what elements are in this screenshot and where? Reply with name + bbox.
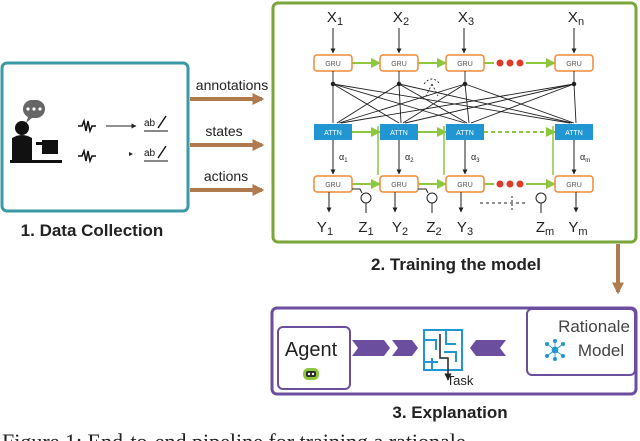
signal-wave-icon bbox=[78, 118, 96, 134]
annotate-pen-icon: ab bbox=[144, 145, 168, 162]
input-x1-label: X1 bbox=[327, 9, 343, 28]
states-label: states bbox=[205, 123, 242, 139]
input-xn-label: Xn bbox=[568, 9, 584, 28]
task-label: Task bbox=[447, 373, 474, 388]
encoder-gru-label: GRU bbox=[391, 61, 407, 68]
data-collection-box bbox=[0, 61, 190, 213]
ellipsis-dots bbox=[496, 180, 524, 188]
output-y3-label: Y3 bbox=[457, 219, 473, 238]
attn-cell bbox=[446, 124, 484, 140]
neural-network-icon bbox=[545, 338, 566, 361]
maze-icon bbox=[423, 329, 463, 381]
output-arrows bbox=[326, 188, 579, 213]
alpha-1-label: α1 bbox=[339, 152, 348, 164]
encoder-gru-label: GRU bbox=[325, 61, 341, 68]
decoder-gru-label: GRU bbox=[325, 182, 341, 189]
agent-box bbox=[277, 326, 351, 390]
training-panel: X1 X2 X3 Xn GRU GRU GRU GRU bbox=[271, 1, 638, 274]
attn-label: ATTN bbox=[456, 130, 474, 137]
decoder-row: GRU GRU GRU GRU bbox=[313, 175, 594, 193]
attn-cell bbox=[555, 124, 593, 140]
decoder-gru-cell bbox=[313, 175, 353, 193]
actions-label: actions bbox=[204, 168, 248, 184]
decoder-gru-label: GRU bbox=[391, 182, 407, 189]
explanation-panel: Agent Task Rationale Model 3. Explanat bbox=[270, 306, 638, 422]
output-z1-label: Z1 bbox=[358, 219, 373, 238]
output-z2-label: Z2 bbox=[426, 219, 441, 238]
model-label: Model bbox=[578, 341, 624, 360]
signal-wave-icon bbox=[78, 148, 96, 164]
attn-label: ATTN bbox=[324, 130, 342, 137]
attention-row: ATTN ATTN ATTN ATTN bbox=[314, 124, 593, 140]
training-label: 2. Training the model bbox=[371, 255, 541, 274]
robot-icon bbox=[303, 368, 319, 380]
input-arrows bbox=[330, 28, 577, 54]
attn-label: ATTN bbox=[565, 130, 583, 137]
output-y2-label: Y2 bbox=[392, 219, 408, 238]
annotations-label: annotations bbox=[196, 77, 268, 93]
alpha-2-label: α2 bbox=[405, 152, 414, 164]
svg-text:ab: ab bbox=[144, 148, 156, 159]
output-zm-label: Zm bbox=[536, 219, 554, 238]
alpha-arrows bbox=[330, 140, 577, 175]
rationale-label: Rationale bbox=[558, 317, 630, 336]
data-collection-panel: ab ab 1. Data Collection bbox=[0, 61, 190, 240]
data-collection-label: 1. Data Collection bbox=[21, 221, 164, 240]
output-ym-label: Ym bbox=[568, 219, 587, 238]
decoder-gru-cell bbox=[554, 175, 594, 193]
flow-arrowhead bbox=[129, 152, 133, 156]
decoder-gru-label: GRU bbox=[457, 182, 473, 189]
encoder-gru-label: GRU bbox=[457, 61, 473, 68]
alpha-3-label: α3 bbox=[471, 152, 480, 164]
input-x2-label: X2 bbox=[393, 9, 409, 28]
attn-cell bbox=[380, 124, 418, 140]
output-y1-label: Y1 bbox=[317, 219, 333, 238]
decoder-gru-cell bbox=[445, 175, 485, 193]
encoder-gru-label: GRU bbox=[566, 61, 582, 68]
explanation-label: 3. Explanation bbox=[392, 403, 507, 422]
annotate-pen-icon: ab bbox=[144, 115, 168, 132]
training-box bbox=[271, 1, 638, 244]
attn-cell bbox=[314, 124, 352, 140]
attention-connections bbox=[330, 71, 577, 124]
alpha-m-label: αm bbox=[580, 152, 590, 164]
person-at-laptop-icon bbox=[10, 100, 62, 163]
data-flow-arrows: annotations states actions bbox=[190, 77, 268, 196]
decoder-gru-label: GRU bbox=[566, 182, 582, 189]
agent-label: Agent bbox=[285, 339, 338, 361]
flow-chevrons bbox=[352, 340, 506, 356]
attn-label: ATTN bbox=[390, 130, 408, 137]
ellipsis-dots bbox=[496, 59, 524, 67]
feedback-lines bbox=[377, 126, 554, 175]
svg-text:ab: ab bbox=[144, 118, 156, 129]
input-x3-label: X3 bbox=[458, 9, 474, 28]
figure-caption: Figure 1: End-to-end pipeline for traini… bbox=[2, 429, 466, 441]
decoder-gru-cell bbox=[379, 175, 419, 193]
